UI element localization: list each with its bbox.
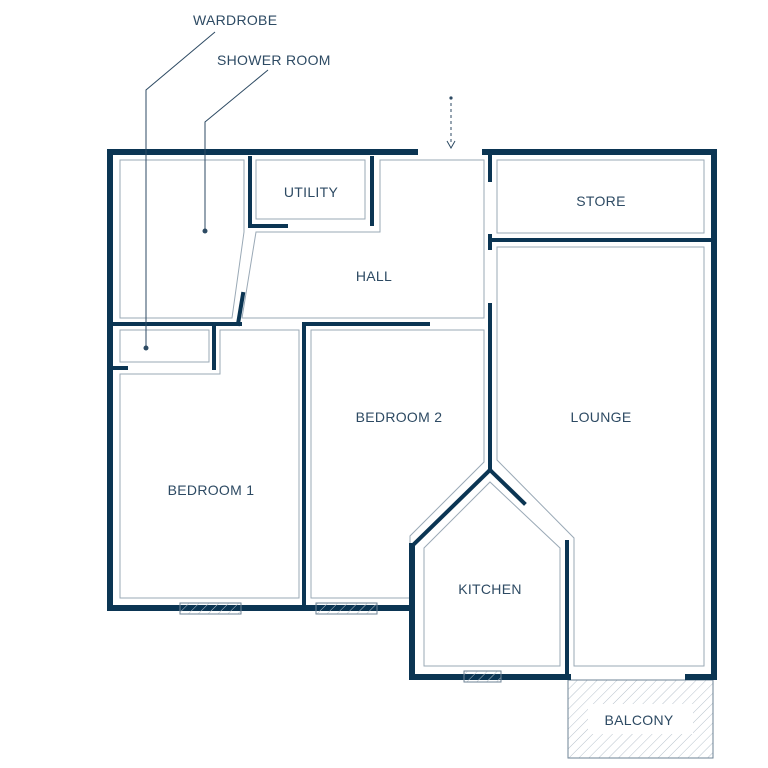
room-outlines: [119, 159, 705, 667]
label-shower-room: SHOWER ROOM: [217, 52, 331, 68]
label-store: STORE: [576, 193, 625, 209]
window-kitchen: [463, 670, 502, 683]
label-kitchen: KITCHEN: [458, 581, 522, 597]
label-bedroom-1: BEDROOM 1: [168, 482, 255, 498]
label-balcony: BALCONY: [604, 712, 673, 728]
inner-walls: [110, 152, 714, 679]
entrance-arrow-icon: [446, 96, 456, 150]
label-bedroom-2: BEDROOM 2: [356, 409, 443, 425]
label-hall: HALL: [356, 268, 392, 284]
windows: [179, 602, 502, 683]
balcony: [567, 679, 714, 759]
leader-lines: [143, 31, 269, 351]
label-utility: UTILITY: [284, 184, 339, 200]
outer-walls: [107, 149, 717, 680]
room-labels: WARDROBE SHOWER ROOM UTILITY STORE HALL …: [168, 12, 674, 728]
label-wardrobe: WARDROBE: [193, 12, 277, 28]
window-bedroom-2: [315, 602, 378, 615]
label-lounge: LOUNGE: [571, 409, 632, 425]
window-bedroom-1: [179, 602, 242, 615]
